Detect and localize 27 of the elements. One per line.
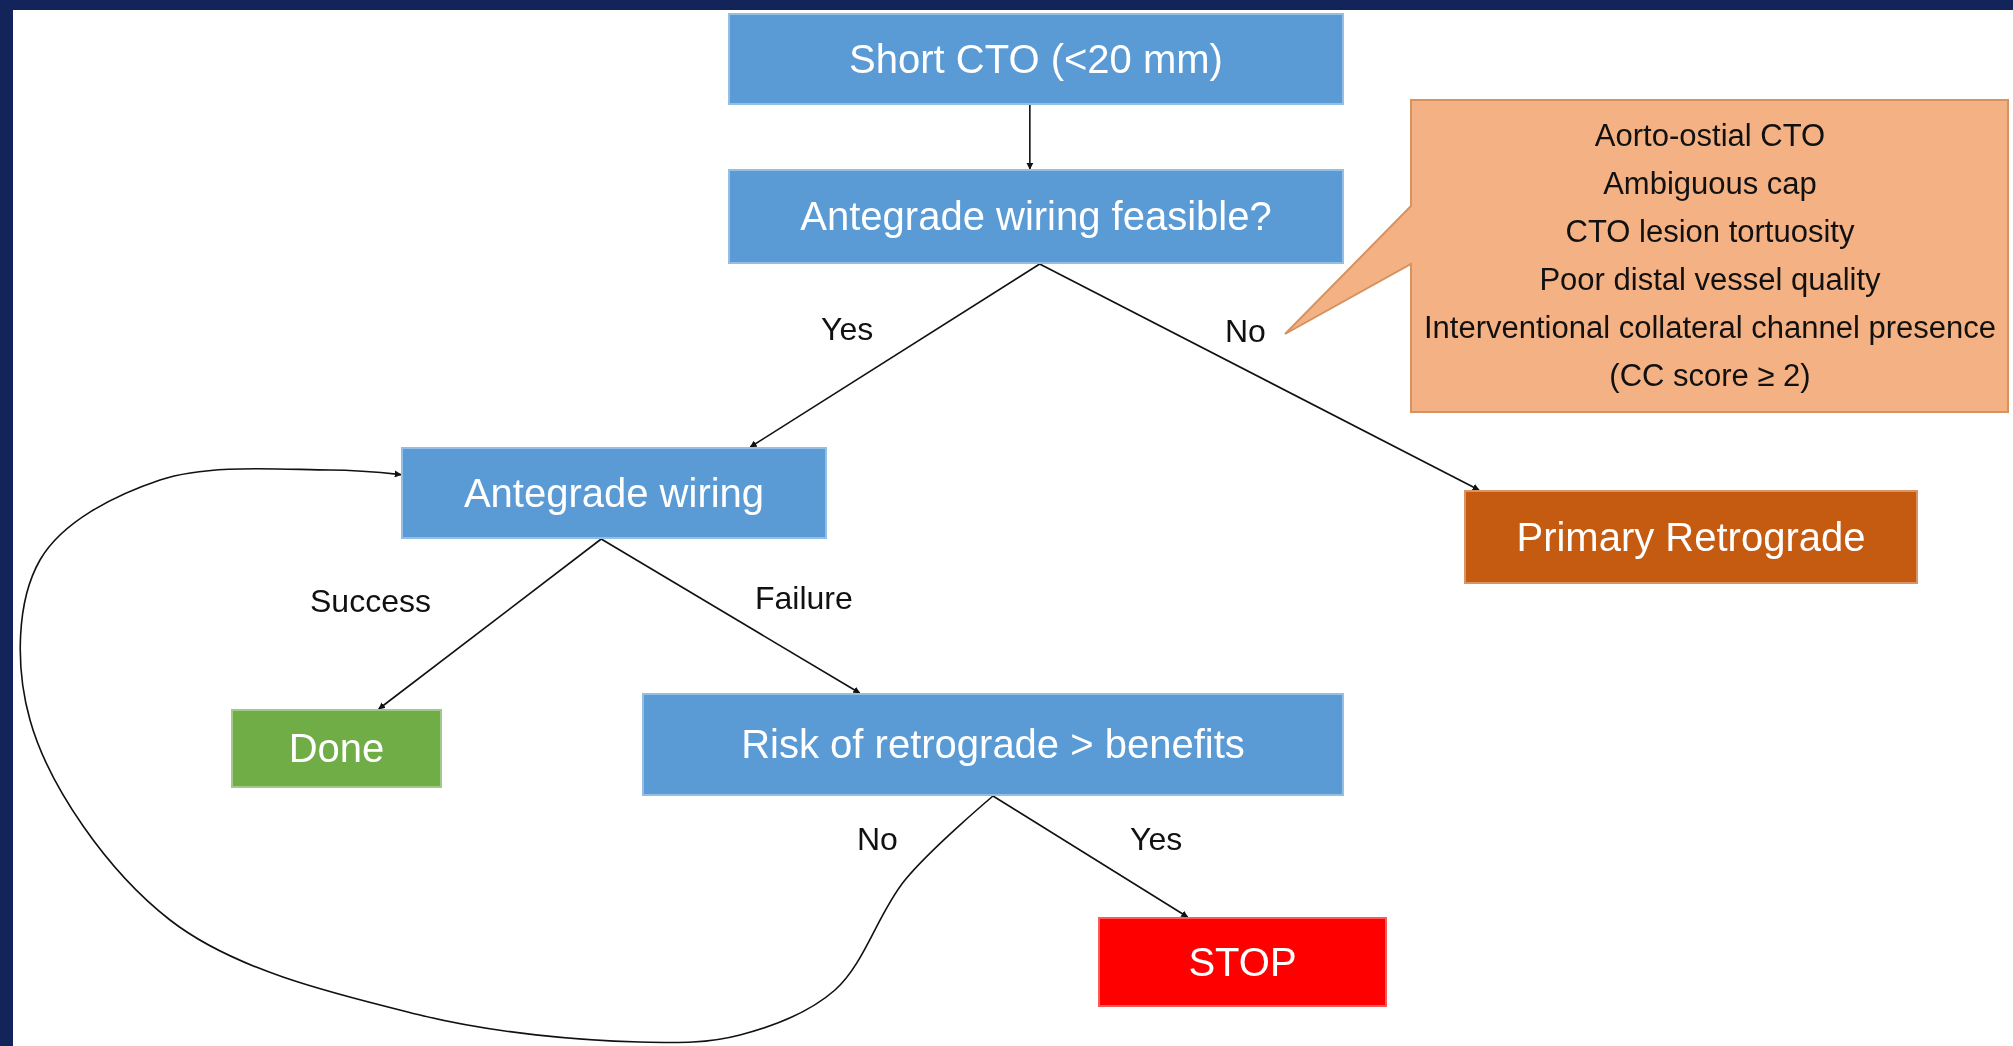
box-label: Risk of retrograde > benefits <box>741 722 1245 767</box>
arrow <box>749 263 1041 448</box>
process-box <box>728 13 1344 105</box>
decision-box <box>642 693 1344 796</box>
arrow <box>992 795 1189 918</box>
box-label: Done <box>288 726 385 771</box>
callout-box <box>1284 99 2009 413</box>
box-label: Primary Retrograde <box>1516 514 1866 560</box>
arrow <box>377 538 602 710</box>
arrow <box>19 467 994 1044</box>
criteria-text: CTO lesion tortuosity <box>1565 213 1855 251</box>
arrow <box>1026 104 1034 170</box>
box-label: Short CTO (<20 mm) <box>849 36 1223 82</box>
box-label: Antegrade wiring <box>463 470 765 516</box>
process-box <box>401 447 827 539</box>
outcome-box <box>231 709 442 788</box>
decision-box <box>728 169 1344 264</box>
box-label: Antegrade wiring feasible? <box>800 194 1272 239</box>
outcome-box <box>1464 490 1918 584</box>
stop-box <box>1098 917 1387 1007</box>
box-label: STOP <box>1188 939 1297 985</box>
criteria-text: Interventional collateral channel presence (CC score ≥ 2) <box>1422 309 1998 395</box>
criteria-text: Ambiguous cap <box>1603 165 1817 203</box>
criteria-text: Aorto-ostial CTO <box>1594 117 1826 155</box>
criteria-text: Poor distal vessel quality <box>1539 261 1881 299</box>
arrow <box>1038 263 1480 491</box>
arrow <box>600 538 861 694</box>
